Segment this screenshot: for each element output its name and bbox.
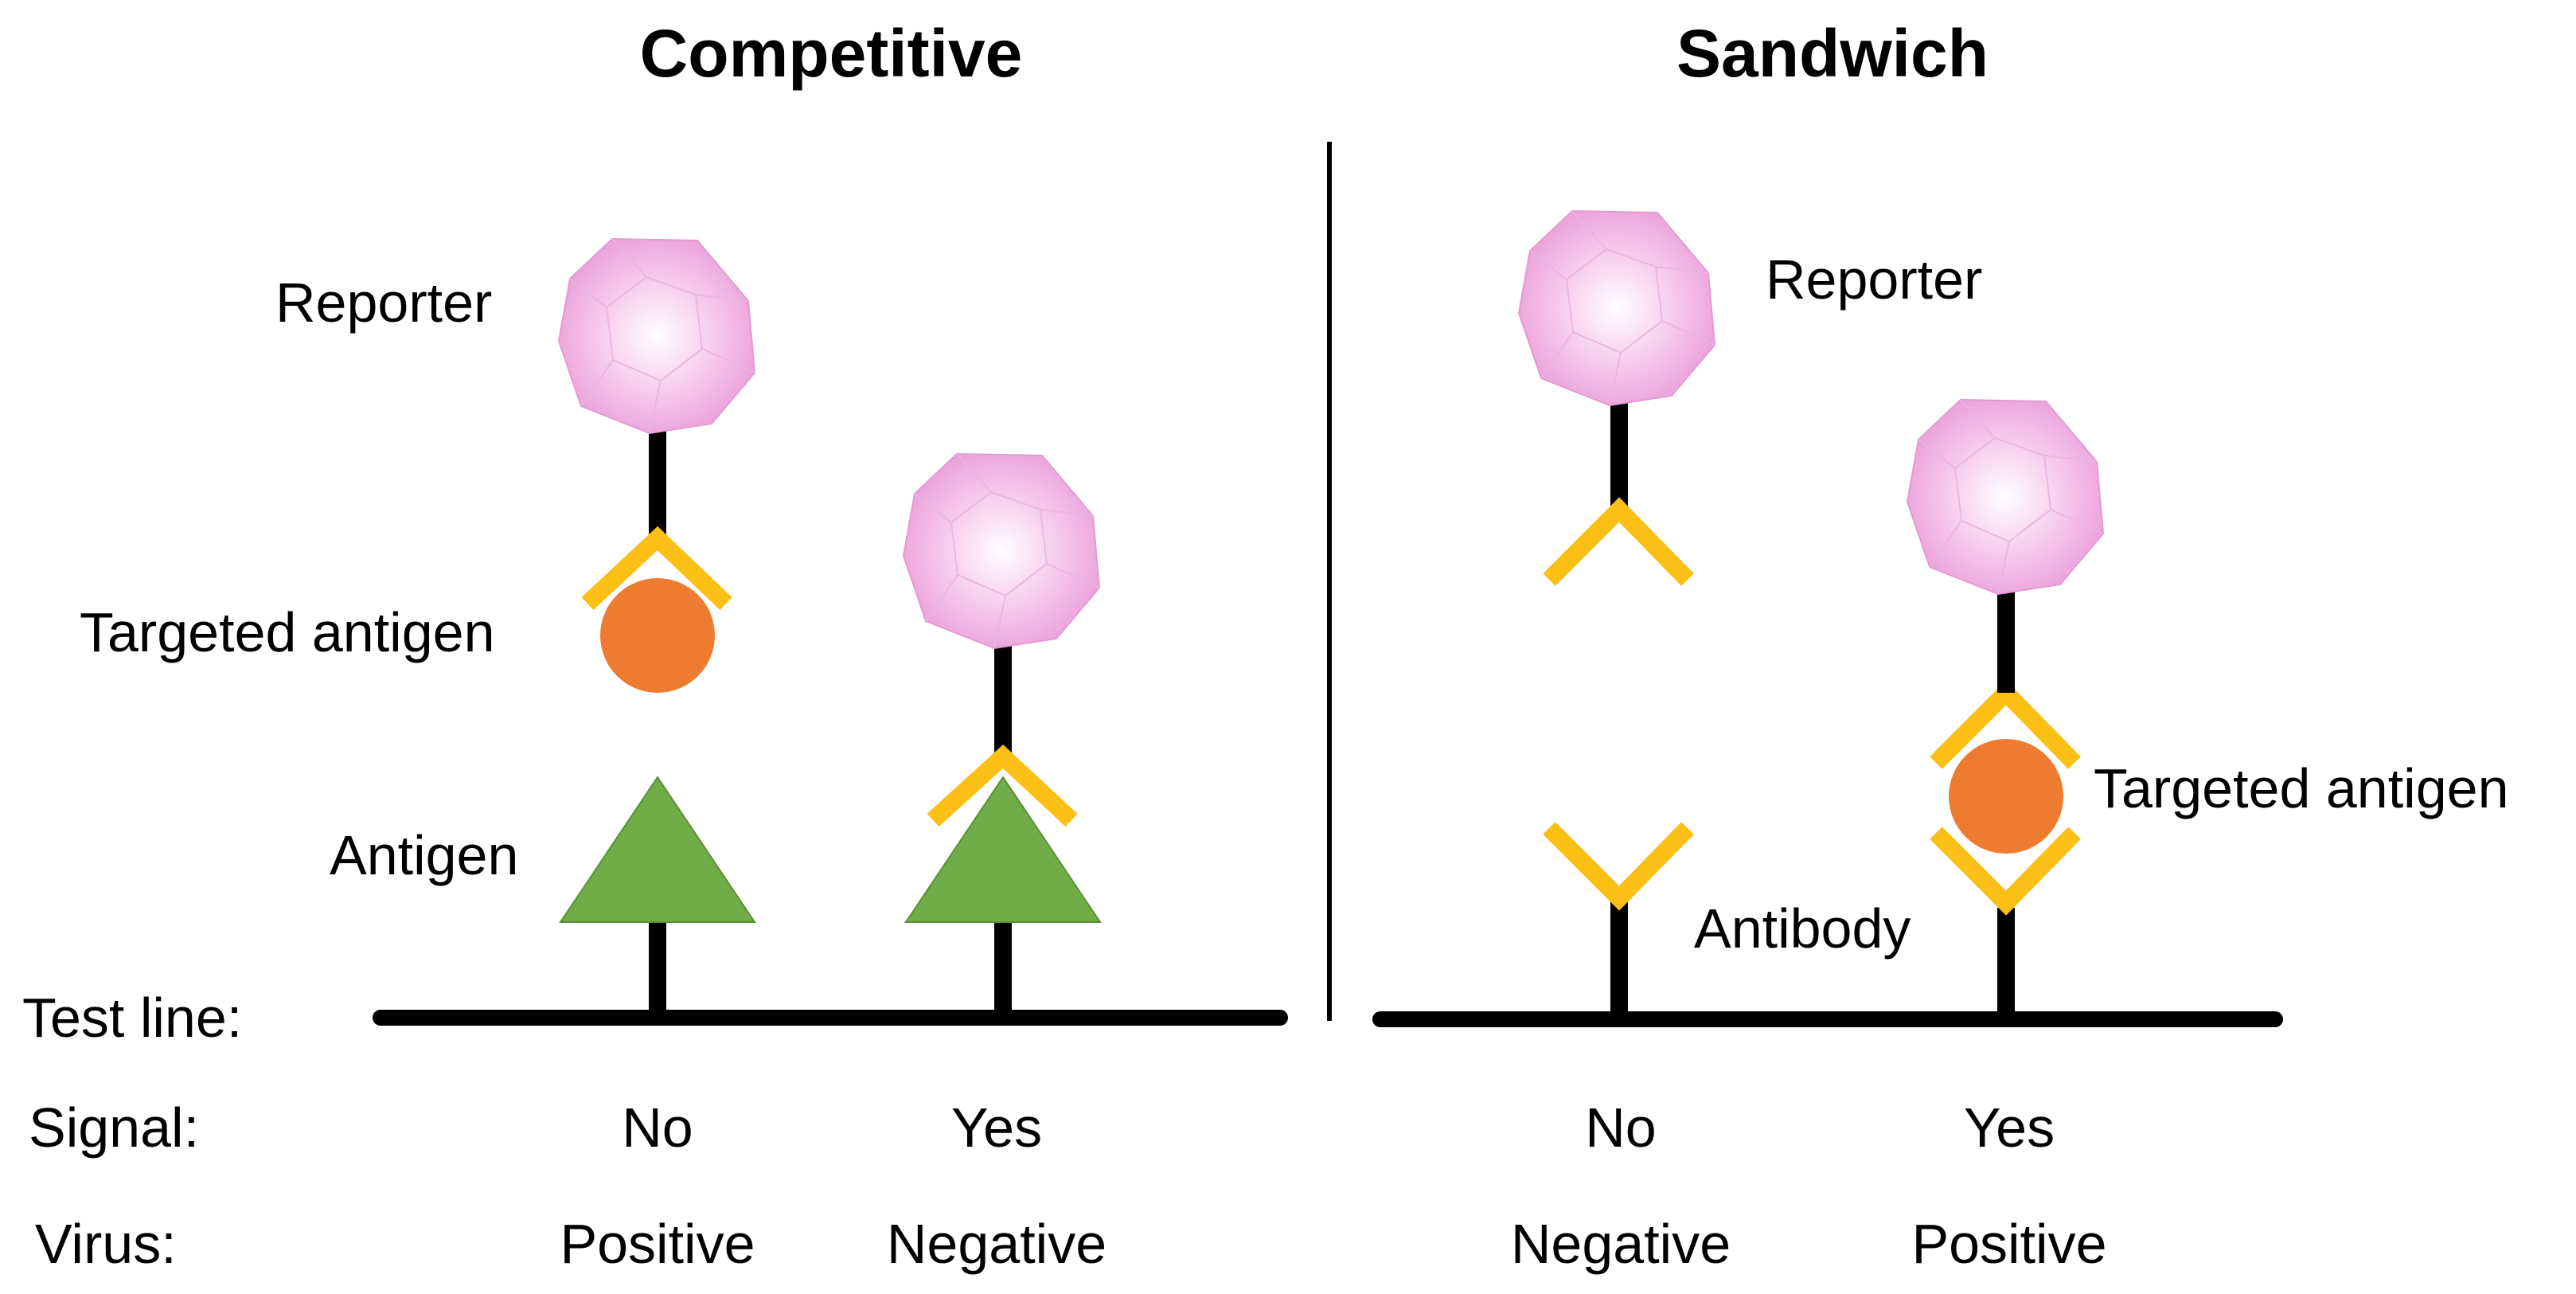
targeted-antigen-label: Targeted antigen [80, 601, 495, 663]
antibody-label: Antibody [1694, 897, 1911, 960]
antigen-label: Antigen [330, 824, 518, 886]
antigen-triangle-icon [559, 776, 756, 923]
antibody-icon [1543, 822, 1694, 911]
virus-row-label: Virus: [35, 1213, 177, 1275]
test-line-row-label: Test line: [22, 987, 242, 1049]
sandwich-col2-signal: Yes [1964, 1097, 2055, 1159]
antibody-icon [581, 526, 732, 611]
reporter-icon [903, 453, 1100, 649]
targeted-antigen-circle-icon [1949, 739, 2063, 854]
reporter-label: Reporter [275, 272, 492, 334]
sandwich-col1-virus: Negative [1511, 1213, 1731, 1275]
reporter-label: Reporter [1766, 248, 1982, 311]
sandwich-col1-signal: No [1585, 1097, 1656, 1159]
competitive-col2-virus: Negative [887, 1213, 1107, 1275]
sandwich-col2-virus: Positive [1911, 1213, 2106, 1275]
competitive-col1-signal: No [622, 1097, 693, 1159]
antibody-icon [1930, 827, 2081, 916]
antibody-icon [927, 745, 1078, 827]
reporter-icon [558, 238, 755, 434]
sandwich-panel: Reporter Targeted antigen Antibody [1372, 210, 2509, 1027]
targeted-antigen-label: Targeted antigen [2094, 757, 2509, 819]
antigen-triangle-icon [904, 776, 1102, 923]
competitive-col2-signal: Yes [951, 1097, 1042, 1159]
reporter-icon [1518, 210, 1715, 406]
signal-row-label: Signal: [29, 1097, 199, 1159]
sandwich-title: Sandwich [1676, 16, 1989, 91]
competitive-col1-virus: Positive [560, 1213, 755, 1275]
competitive-panel: Reporter Targeted antigen Antigen [80, 238, 1288, 1026]
competitive-title: Competitive [640, 16, 1023, 91]
reporter-icon [1907, 399, 2104, 595]
targeted-antigen-circle-icon [600, 578, 715, 693]
antibody-icon [1543, 497, 1694, 586]
